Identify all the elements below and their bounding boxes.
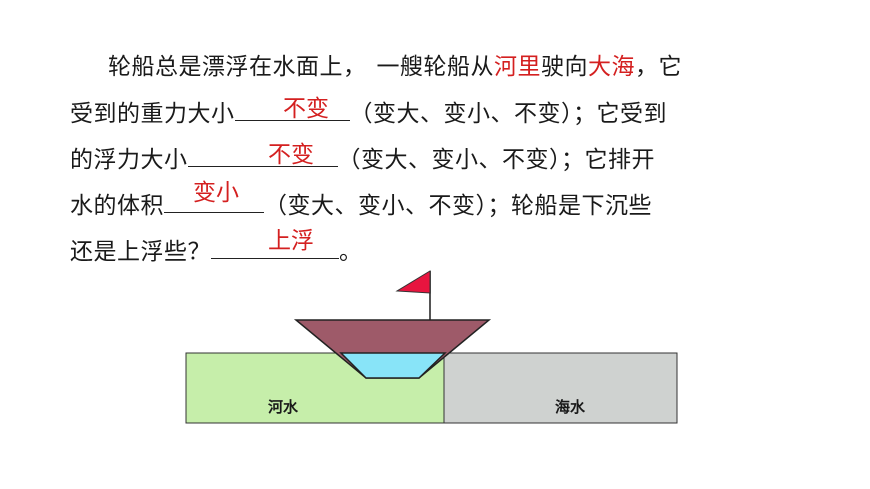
answer-blank-float [211, 234, 339, 259]
options-text: （变大、变小、不变）；它受到 [349, 101, 667, 127]
answer-blank-buoyancy [187, 142, 338, 167]
river-label: 河水 [268, 398, 299, 416]
flag [395, 270, 431, 294]
options-text: （变大、变小、不变）；它排开 [337, 147, 655, 173]
text-segment: 一艘轮船从 [376, 54, 494, 80]
text-segment: 轮船总是漂浮在水面上， [108, 54, 367, 80]
answer-volume: 变小 [193, 180, 239, 206]
highlight-sea: 大海 [588, 54, 635, 80]
text-segment: 。 [339, 239, 363, 265]
text-segment: 水的体积 [70, 193, 164, 219]
text-segment: ，它 [635, 54, 682, 80]
text-line-1: 轮船总是漂浮在水面上， 一艘轮船从河里驶向大海，它 [108, 52, 682, 82]
submerged-part [339, 352, 447, 379]
sea-water [443, 352, 678, 424]
text-line-5: 还是上浮些？ 。 [70, 234, 363, 267]
answer-buoyancy: 不变 [268, 142, 314, 168]
text-line-3: 的浮力大小 （变大、变小、不变）；它排开 [70, 142, 655, 175]
text-line-4: 水的体积 （变大、变小、不变）；轮船是下沉些 [70, 188, 652, 221]
sea-label: 海水 [555, 398, 586, 416]
answer-blank-volume [164, 188, 264, 213]
text-segment: 的浮力大小 [70, 147, 188, 173]
answer-float: 上浮 [268, 228, 314, 254]
text-segment: 驶向 [541, 54, 588, 80]
text-segment: 还是上浮些？ [70, 239, 211, 265]
text-segment: 受到的重力大小 [70, 101, 235, 127]
highlight-river: 河里 [494, 54, 541, 80]
answer-gravity: 不变 [283, 96, 329, 122]
options-text: （变大、变小、不变）；轮船是下沉些 [264, 193, 652, 219]
answer-blank-gravity [234, 96, 350, 121]
text-line-2: 受到的重力大小 （变大、变小、不变）；它受到 [70, 96, 667, 129]
